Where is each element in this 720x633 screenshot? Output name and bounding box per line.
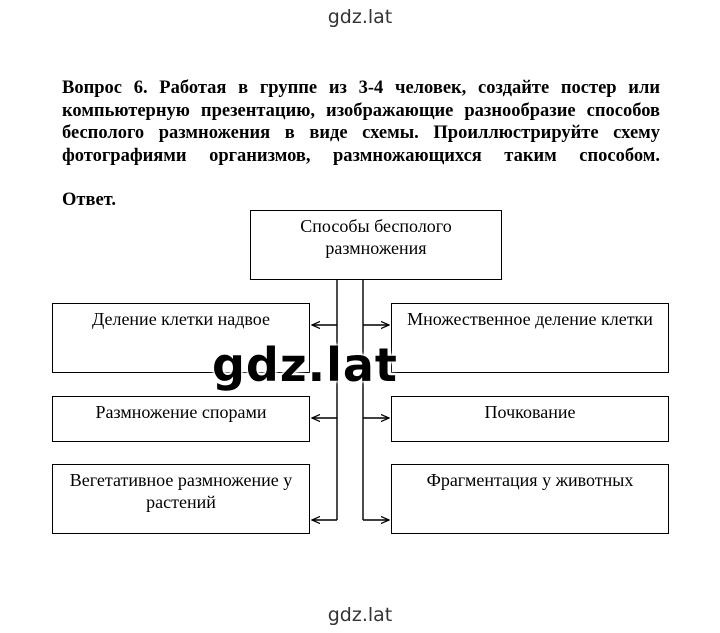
node-left-3-label: Вегетативное размножение у растений — [69, 470, 293, 512]
watermark-bottom: gdz.lat — [327, 604, 393, 626]
watermark-center: gdz.lat — [212, 338, 398, 392]
node-right-2: Почкование — [391, 396, 669, 442]
answer-label: Ответ. — [62, 190, 117, 210]
node-right-3-label: Фрагментация у животных — [426, 470, 634, 490]
node-right-1-label: Множественное деление клетки — [407, 309, 653, 329]
node-right-3: Фрагментация у животных — [391, 464, 669, 534]
watermark-top: gdz.lat — [327, 6, 393, 28]
node-root: Способы бесполого размножения — [250, 210, 502, 280]
question-text: Вопрос 6. Работая в группе из 3-4 челове… — [62, 78, 660, 166]
node-left-2: Размножение спорами — [52, 396, 310, 442]
node-left-3: Вегетативное размножение у растений — [52, 464, 310, 534]
node-left-1: Деление клетки надвое — [52, 303, 310, 373]
node-root-label: Способы бесполого размножения — [300, 216, 452, 258]
node-left-2-label: Размножение спорами — [95, 402, 267, 422]
node-left-1-label: Деление клетки надвое — [91, 309, 271, 329]
node-right-1: Множественное деление клетки — [391, 303, 669, 373]
node-right-2-label: Почкование — [484, 402, 576, 422]
